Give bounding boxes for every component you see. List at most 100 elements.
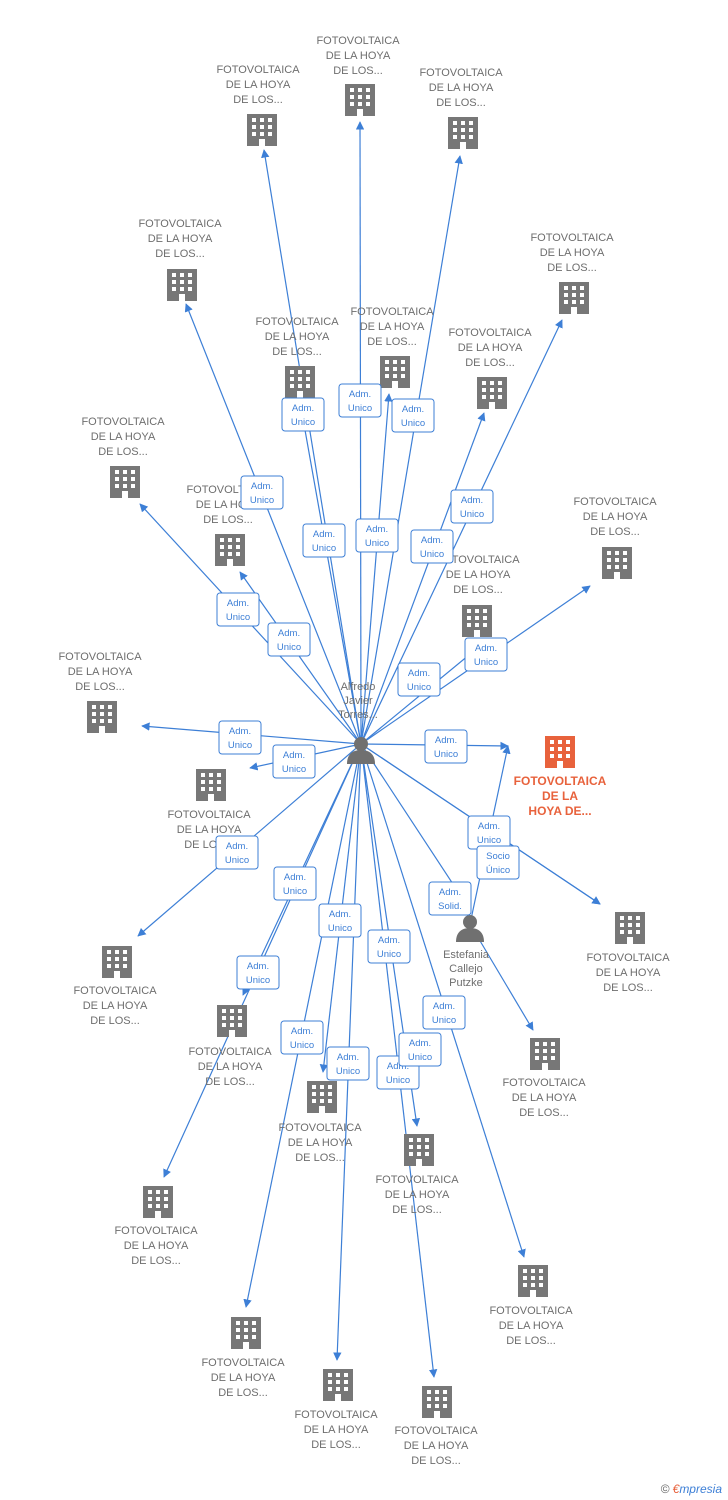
relationship-label[interactable]: Adm.Unico <box>391 398 435 433</box>
company-label-line: DE LOS... <box>233 94 283 106</box>
relationship-label-text: Adm. <box>435 735 457 746</box>
building-icon <box>110 466 140 498</box>
relationship-label[interactable]: Adm.Unico <box>450 489 494 524</box>
company-label-line: DE LA HOYA <box>91 431 156 443</box>
relationship-label[interactable]: Adm. Unico <box>424 729 468 764</box>
relationship-label[interactable]: Adm.Unico <box>218 720 262 755</box>
company-label-line: DE LA HOYA <box>198 1061 263 1073</box>
relationship-label[interactable]: Adm. Unico <box>281 397 325 432</box>
relationship-label-text: Adm. <box>229 726 251 737</box>
building-icon <box>518 1265 548 1297</box>
relationship-label[interactable]: Adm.Unico <box>215 835 259 870</box>
relationship-label-text: Unico <box>291 417 315 428</box>
company-label-line: DE LA HOYA <box>304 1424 369 1436</box>
company-label-line: DE LOS... <box>411 1455 461 1467</box>
company-label-line: FOTOVOLTAICA <box>167 809 251 821</box>
relationship-label[interactable]: Adm.Unico <box>397 662 441 697</box>
relationship-label[interactable]: Adm.Unico <box>216 592 260 627</box>
relationship-label-text: Unico <box>312 543 336 554</box>
relationship-label[interactable]: Adm.Unico <box>410 529 454 564</box>
company-label-line: FOTOVOLTAICA <box>394 1425 478 1437</box>
relationship-label[interactable]: Adm.Unico <box>367 929 411 964</box>
building-icon <box>530 1038 560 1070</box>
relationship-label[interactable]: Adm.Unico <box>302 523 346 558</box>
company-label-line: FOTOVOLTAICA <box>530 232 614 244</box>
relationship-label[interactable]: Adm.Unico <box>355 518 399 553</box>
building-icon <box>143 1186 173 1218</box>
relationship-label[interactable]: Adm.Unico <box>240 475 284 510</box>
relationship-label[interactable]: Adm.Solid. <box>428 881 472 916</box>
company-label-line: DE LOS... <box>367 336 417 348</box>
relationship-label-text: Adm. <box>292 403 314 414</box>
relationship-label[interactable]: Adm.Unico <box>398 1032 442 1067</box>
company-label-line: FOTOVOLTAICA <box>489 1305 573 1317</box>
building-icon <box>87 701 117 733</box>
relationship-label[interactable]: Adm.Unico <box>338 383 382 418</box>
relationship-label[interactable]: Adm.Unico <box>267 622 311 657</box>
relationship-label-text: Adm. <box>408 668 430 679</box>
relationship-label-text: Adm. <box>433 1001 455 1012</box>
company-label-line: FOTOVOLTAICA <box>58 651 142 663</box>
company-label-line: FOTOVOLTAICA <box>73 985 157 997</box>
person-label-line: Alfredo <box>341 681 376 693</box>
relationship-label-text: Unico <box>434 749 458 760</box>
relationship-label[interactable]: Adm.Unico <box>467 815 511 850</box>
company-label-line: FOTOVOLTAICA <box>255 316 339 328</box>
company-label-line: FOTOVOLTAICA <box>278 1122 362 1134</box>
relationship-label-text: Adm. <box>461 495 483 506</box>
relationship-label[interactable]: Adm.Unico <box>318 903 362 938</box>
relationship-label[interactable]: Adm.Unico <box>272 744 316 779</box>
relationship-label-text: Adm. <box>409 1038 431 1049</box>
company-label-line: FOTOVOLTAICA <box>375 1174 459 1186</box>
relationship-edge <box>360 412 486 745</box>
relationship-label[interactable]: Adm.Unico <box>326 1046 370 1081</box>
relationship-label[interactable]: Adm.Unico <box>464 637 508 672</box>
company-label-line: DE LA HOYA <box>429 82 494 94</box>
relationship-label[interactable]: Adm.Unico <box>236 955 280 990</box>
copyright-symbol: © <box>660 1482 670 1496</box>
relationship-label-text: Adm. <box>226 841 248 852</box>
company-label-line: DE LOS... <box>436 97 486 109</box>
building-icon <box>602 547 632 579</box>
company-label-line: DE LA <box>542 789 578 803</box>
relationship-label[interactable]: Adm.Unico <box>273 866 317 901</box>
person-label-line: Callejo <box>449 963 483 975</box>
person-node[interactable]: AlfredoJavierTorres... <box>338 681 378 764</box>
relationship-label-text: Unico <box>420 549 444 560</box>
company-label-line: DE LA HOYA <box>540 247 605 259</box>
relationship-edge <box>360 393 393 745</box>
relationship-label[interactable]: Adm.Unico <box>280 1020 324 1055</box>
relationship-label[interactable]: Adm.Unico <box>422 995 466 1030</box>
building-icon <box>559 282 589 314</box>
company-label-line: DE LOS... <box>90 1015 140 1027</box>
company-label-line: DE LA HOYA <box>124 1240 189 1252</box>
